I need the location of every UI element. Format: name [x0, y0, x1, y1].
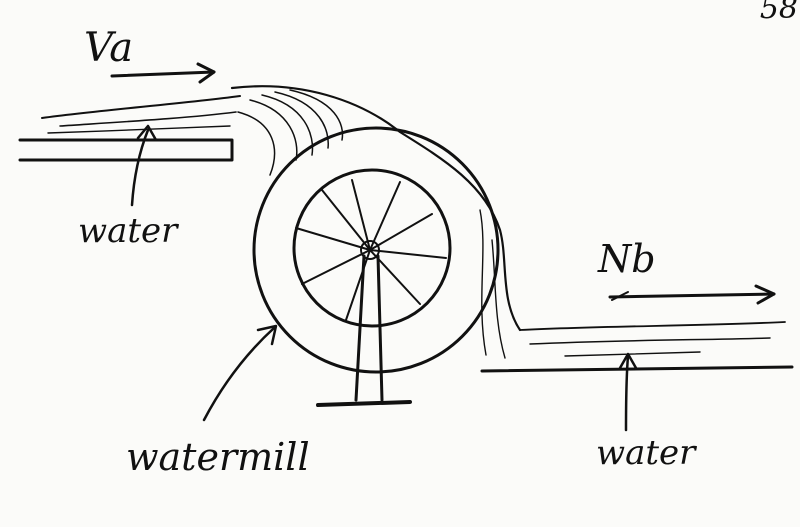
right-channel [480, 321, 794, 373]
velocity-out-label: Nb [598, 237, 656, 281]
velocity-in-arrow [110, 62, 216, 84]
watermill-label: watermill [126, 435, 310, 479]
left-channel [18, 95, 241, 162]
water-stream [230, 85, 522, 359]
water-right-pointer [618, 352, 638, 432]
wheel-spokes [295, 179, 447, 321]
water-left-pointer [130, 124, 158, 207]
velocity-out-arrow [608, 284, 776, 305]
water-right-label: water [596, 433, 696, 473]
wheel-stand [316, 254, 412, 407]
watermill-wheel [252, 126, 500, 407]
velocity-in-label: Va [84, 25, 134, 71]
watermill-pointer [202, 324, 278, 422]
water-left-label: water [78, 211, 178, 251]
page-number-mark: 58 [759, 0, 798, 26]
